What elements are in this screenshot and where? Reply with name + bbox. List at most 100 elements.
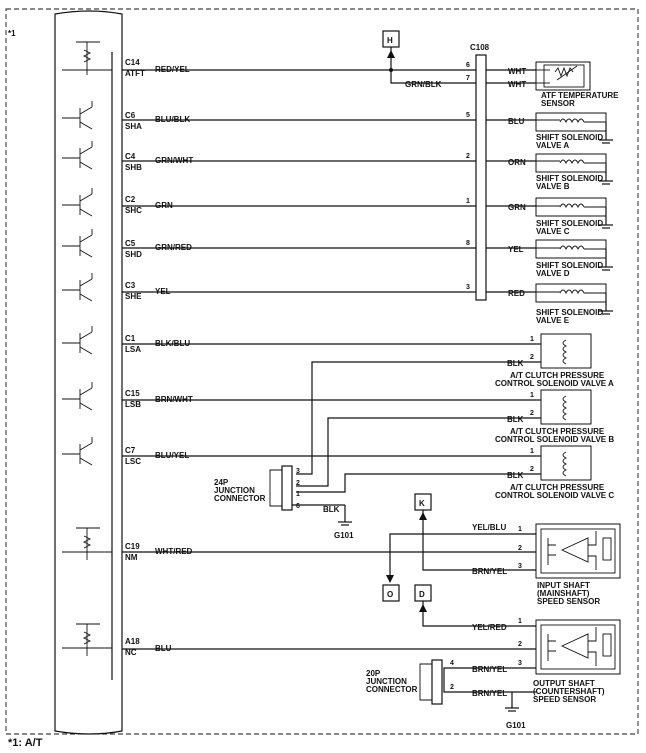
svg-text:CONTROL SOLENOID VALVE A: CONTROL SOLENOID VALVE A (495, 379, 614, 388)
svg-text:C108: C108 (470, 43, 490, 52)
svg-text:4: 4 (450, 660, 454, 667)
pin-label: C1 (125, 334, 136, 343)
svg-text:A/T CLUTCH PRESSURE: A/T CLUTCH PRESSURE (510, 483, 605, 492)
transistor-icon (62, 326, 93, 355)
svg-text:7: 7 (466, 75, 470, 82)
svg-text:2: 2 (518, 641, 522, 648)
svg-text:8: 8 (466, 240, 470, 247)
svg-text:G101: G101 (506, 721, 526, 730)
svg-text:SHIFT SOLENOID: SHIFT SOLENOID (536, 261, 603, 270)
pressure-solenoid-b: 1 2 BLK A/T CLUTCH PRESSURE CONTROL SOLE… (495, 389, 614, 444)
junction-connector-24p: 3 2 1 6 BLK G101 24P JUNCTION CONNECTOR (214, 465, 354, 540)
svg-text:6: 6 (466, 62, 470, 69)
svg-text:1: 1 (530, 336, 534, 343)
pcm-box (54, 10, 123, 735)
svg-text:1: 1 (530, 392, 534, 399)
signal-label: SHA (125, 122, 142, 131)
svg-text:(COUNTERSHAFT): (COUNTERSHAFT) (533, 687, 605, 696)
transistor-icon (62, 141, 93, 170)
pin-label: A18 (125, 637, 140, 646)
svg-text:YEL/RED: YEL/RED (472, 623, 507, 632)
svg-text:SHIFT SOLENOID: SHIFT SOLENOID (536, 174, 603, 183)
signal-label: SHB (125, 163, 142, 172)
c108-connector: C108 6 7 5 2 1 8 3 (466, 43, 490, 301)
svg-text:VALVE D: VALVE D (536, 269, 570, 278)
svg-text:SENSOR: SENSOR (541, 99, 575, 108)
h-connector: H GRN/BLK (382, 30, 476, 89)
signal-label: ATFT (125, 69, 145, 78)
svg-text:D: D (419, 590, 425, 599)
pressure-solenoid-a: 1 2 BLK A/T CLUTCH PRESSURE CONTROL SOLE… (495, 333, 614, 388)
svg-text:2: 2 (530, 354, 534, 361)
svg-text:WHT: WHT (508, 67, 526, 76)
wire-label: GRN/BLK (405, 80, 442, 89)
note-mark: *1 (8, 29, 16, 38)
driver-symbols (62, 41, 112, 656)
svg-text:CONTROL SOLENOID VALVE B: CONTROL SOLENOID VALVE B (495, 435, 614, 444)
svg-text:VALVE C: VALVE C (536, 227, 570, 236)
atf-temp-sensor: ATF TEMPERATURE SENSOR (535, 61, 619, 108)
pin-label: C4 (125, 152, 136, 161)
svg-text:BLK: BLK (507, 359, 524, 368)
pin-label: C2 (125, 195, 136, 204)
svg-text:CONNECTOR: CONNECTOR (214, 494, 266, 503)
signal-label: SHE (125, 292, 142, 301)
pcm-pin-labels: C14 ATFT C6 SHA C4 SHB C2 SHC C5 SHD C3 … (125, 58, 145, 657)
svg-text:BRN/YEL: BRN/YEL (472, 665, 507, 674)
output-speed-sensor: 1 2 3 OUTPUT SHAFT (COUNTERSHAFT) SPEED … (518, 618, 621, 704)
svg-text:BLU: BLU (508, 117, 525, 126)
svg-text:BRN/YEL: BRN/YEL (472, 689, 507, 698)
pressure-solenoid-c: 1 2 BLK A/T CLUTCH PRESSURE CONTROL SOLE… (495, 445, 614, 500)
svg-text:K: K (419, 499, 425, 508)
svg-text:G101: G101 (334, 531, 354, 540)
svg-text:1: 1 (296, 491, 300, 498)
blk-return-wires (296, 361, 502, 493)
svg-text:O: O (387, 590, 393, 599)
resistor-icon (62, 527, 112, 560)
svg-text:SPEED SENSOR: SPEED SENSOR (537, 597, 600, 606)
footnote: *1: A/T (8, 737, 43, 749)
svg-text:YEL: YEL (508, 245, 524, 254)
transistor-icon (62, 188, 93, 217)
svg-text:SHIFT SOLENOID: SHIFT SOLENOID (536, 219, 603, 228)
transistor-icon (62, 101, 93, 130)
svg-text:JUNCTION: JUNCTION (366, 677, 407, 686)
speed-sensor-wiring: K BRN/YEL O YEL/BLU D YEL/RED BRN/YEL BR… (382, 493, 536, 730)
svg-text:3: 3 (296, 468, 300, 475)
transistor-icon (62, 437, 93, 466)
svg-text:ORN: ORN (508, 158, 526, 167)
svg-text:BRN/YEL: BRN/YEL (472, 567, 507, 576)
svg-text:CONNECTOR: CONNECTOR (366, 685, 418, 694)
svg-text:OUTPUT SHAFT: OUTPUT SHAFT (533, 679, 595, 688)
svg-text:VALVE E: VALVE E (536, 316, 570, 325)
junction-connector-20p: 4 2 20P JUNCTION CONNECTOR (366, 659, 454, 705)
svg-text:1: 1 (518, 526, 522, 533)
signal-wires (122, 69, 536, 650)
svg-text:1: 1 (518, 618, 522, 625)
svg-text:BLK: BLK (507, 471, 524, 480)
pin-label: C5 (125, 239, 136, 248)
svg-text:24P: 24P (214, 478, 229, 487)
svg-text:YEL/BLU: YEL/BLU (472, 523, 506, 532)
pin-label: C6 (125, 111, 136, 120)
svg-text:WHT: WHT (508, 80, 526, 89)
transistor-icon (62, 382, 93, 411)
signal-label: SHC (125, 206, 142, 215)
svg-text:(MAINSHAFT): (MAINSHAFT) (537, 589, 590, 598)
wire-labels: RED/YEL BLU/BLK GRN/WHT GRN GRN/RED YEL … (155, 65, 193, 653)
svg-text:JUNCTION: JUNCTION (214, 486, 255, 495)
svg-text:2: 2 (530, 410, 534, 417)
signal-label: NM (125, 553, 138, 562)
shift-solenoid-b: SHIFT SOLENOID VALVE B (535, 153, 613, 191)
shift-solenoid-c: SHIFT SOLENOID VALVE C (535, 197, 613, 236)
shift-solenoid-d: SHIFT SOLENOID VALVE D (535, 239, 613, 278)
svg-text:6: 6 (296, 503, 300, 510)
svg-text:VALVE A: VALVE A (536, 141, 569, 150)
pin-label: C15 (125, 389, 140, 398)
outer-frame (5, 8, 639, 735)
transistor-icon (62, 229, 93, 258)
svg-text:A/T CLUTCH PRESSURE: A/T CLUTCH PRESSURE (510, 371, 605, 380)
svg-text:1: 1 (530, 448, 534, 455)
input-speed-sensor: 1 2 3 INPUT SHAFT (MAINSHAFT) SPEED SENS… (518, 523, 621, 606)
